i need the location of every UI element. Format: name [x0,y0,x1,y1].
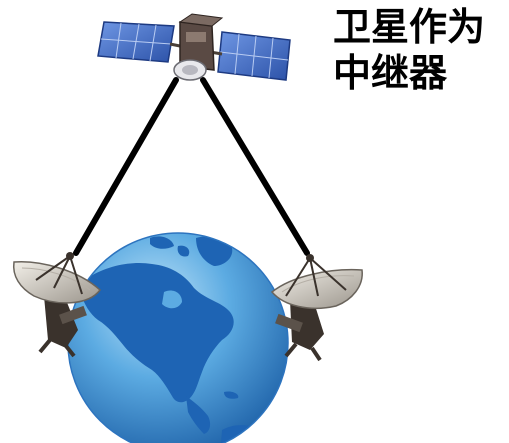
satellite-icon [97,13,291,81]
downlink-beam [200,77,310,256]
caption-line-1: 卫星作为 [333,5,486,49]
caption-line-2: 中继器 [333,51,448,95]
caption-title: 卫星作为 中继器 [333,4,509,96]
satellite-dish-icon [270,254,363,362]
earth-globe-icon [67,232,289,443]
uplink-beam [73,77,179,256]
satellite-dish-icon [12,252,102,358]
